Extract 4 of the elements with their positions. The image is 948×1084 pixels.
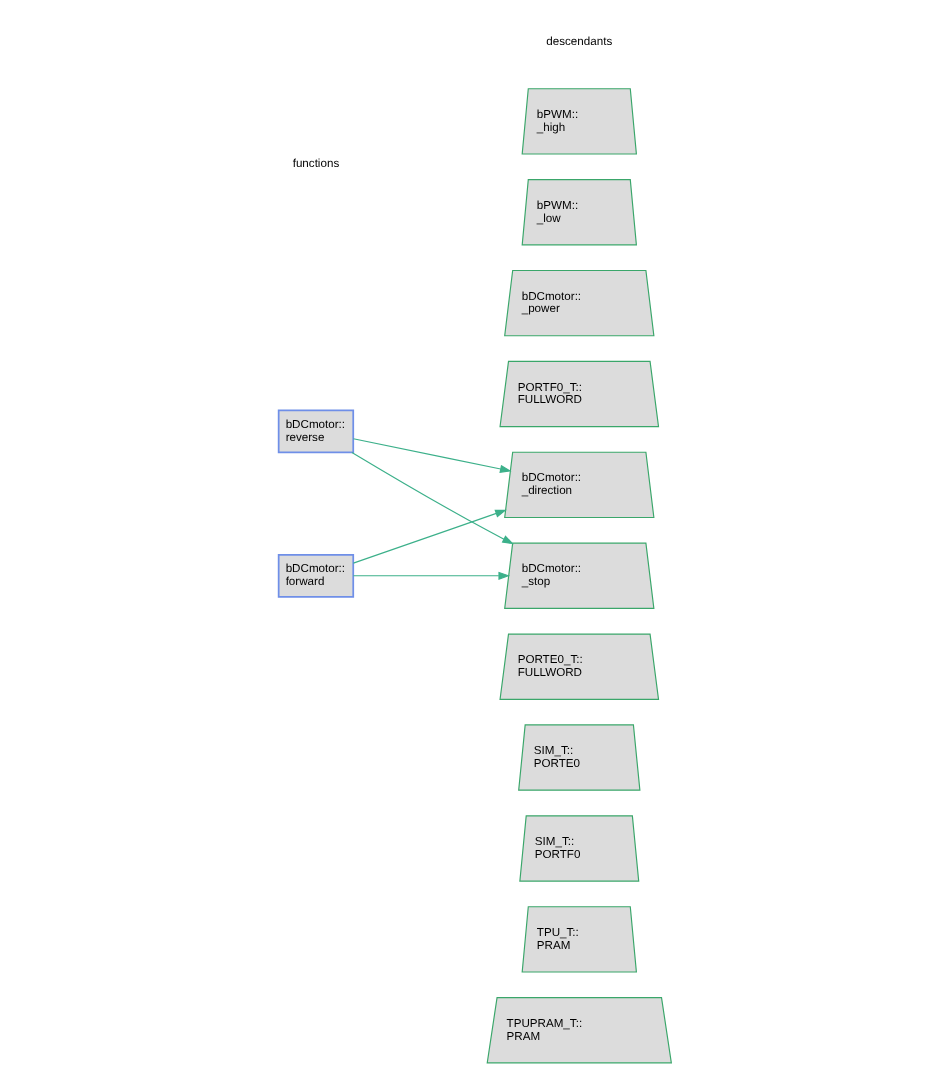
arrow	[351, 509, 506, 564]
arrow	[351, 438, 511, 473]
arrow	[350, 451, 513, 545]
arrow	[351, 571, 510, 580]
